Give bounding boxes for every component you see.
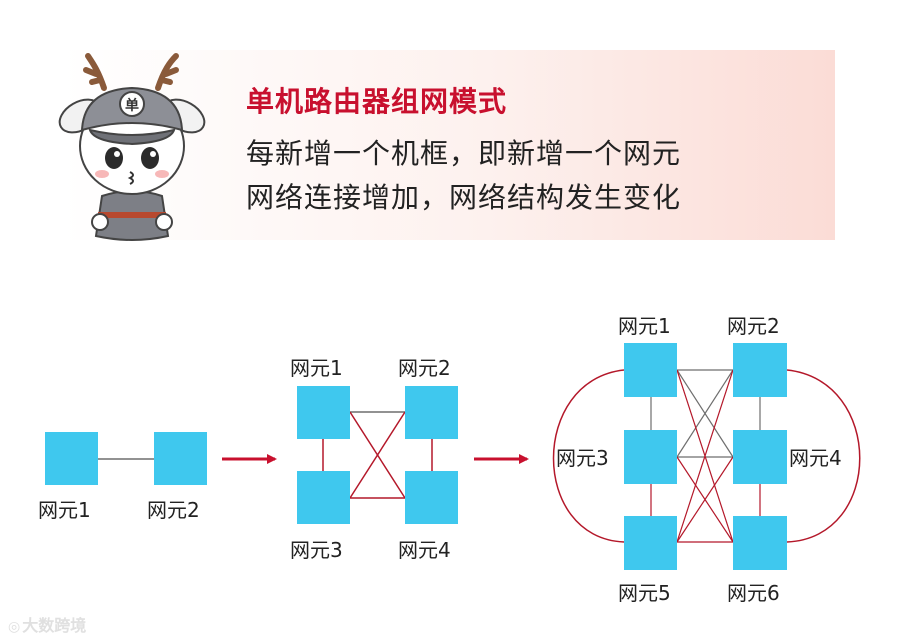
watermark-logo-icon: ◎ [8, 619, 20, 635]
stage3-node-1 [624, 343, 677, 397]
stage1-node-1 [45, 432, 98, 485]
stage2-label-4: 网元4 [398, 538, 451, 562]
stage3-label-4: 网元4 [789, 446, 842, 470]
stage2-node-2 [405, 386, 458, 439]
stage2-node-1 [297, 386, 350, 439]
stage3-label-2: 网元2 [727, 314, 780, 338]
stage-2-four-nodes: 网元1 网元2 网元3 网元4 [290, 356, 458, 562]
stage1-node-2 [154, 432, 207, 485]
stage3-label-6: 网元6 [727, 581, 780, 605]
stage2-label-1: 网元1 [290, 356, 343, 380]
stage3-node-6 [733, 516, 787, 570]
stage-3-six-nodes: 网元1 网元2 网元3 网元4 网元5 网元6 [554, 314, 860, 605]
stage1-label-1: 网元1 [38, 498, 91, 522]
stage2-label-3: 网元3 [290, 538, 343, 562]
stage2-node-3 [297, 471, 350, 524]
stage3-label-3: 网元3 [556, 446, 609, 470]
stage-1-two-nodes: 网元1 网元2 [38, 432, 207, 522]
stage3-node-5 [624, 516, 677, 570]
stage3-label-1: 网元1 [618, 314, 671, 338]
stage3-node-2 [733, 343, 787, 397]
watermark: ◎大数跨境 [8, 612, 86, 636]
stage3-node-3 [624, 430, 677, 484]
stage2-node-4 [405, 471, 458, 524]
stage3-label-5: 网元5 [618, 581, 671, 605]
stage3-node-4 [733, 430, 787, 484]
stage2-label-2: 网元2 [398, 356, 451, 380]
stage1-label-2: 网元2 [147, 498, 200, 522]
watermark-text: 大数跨境 [22, 616, 86, 635]
